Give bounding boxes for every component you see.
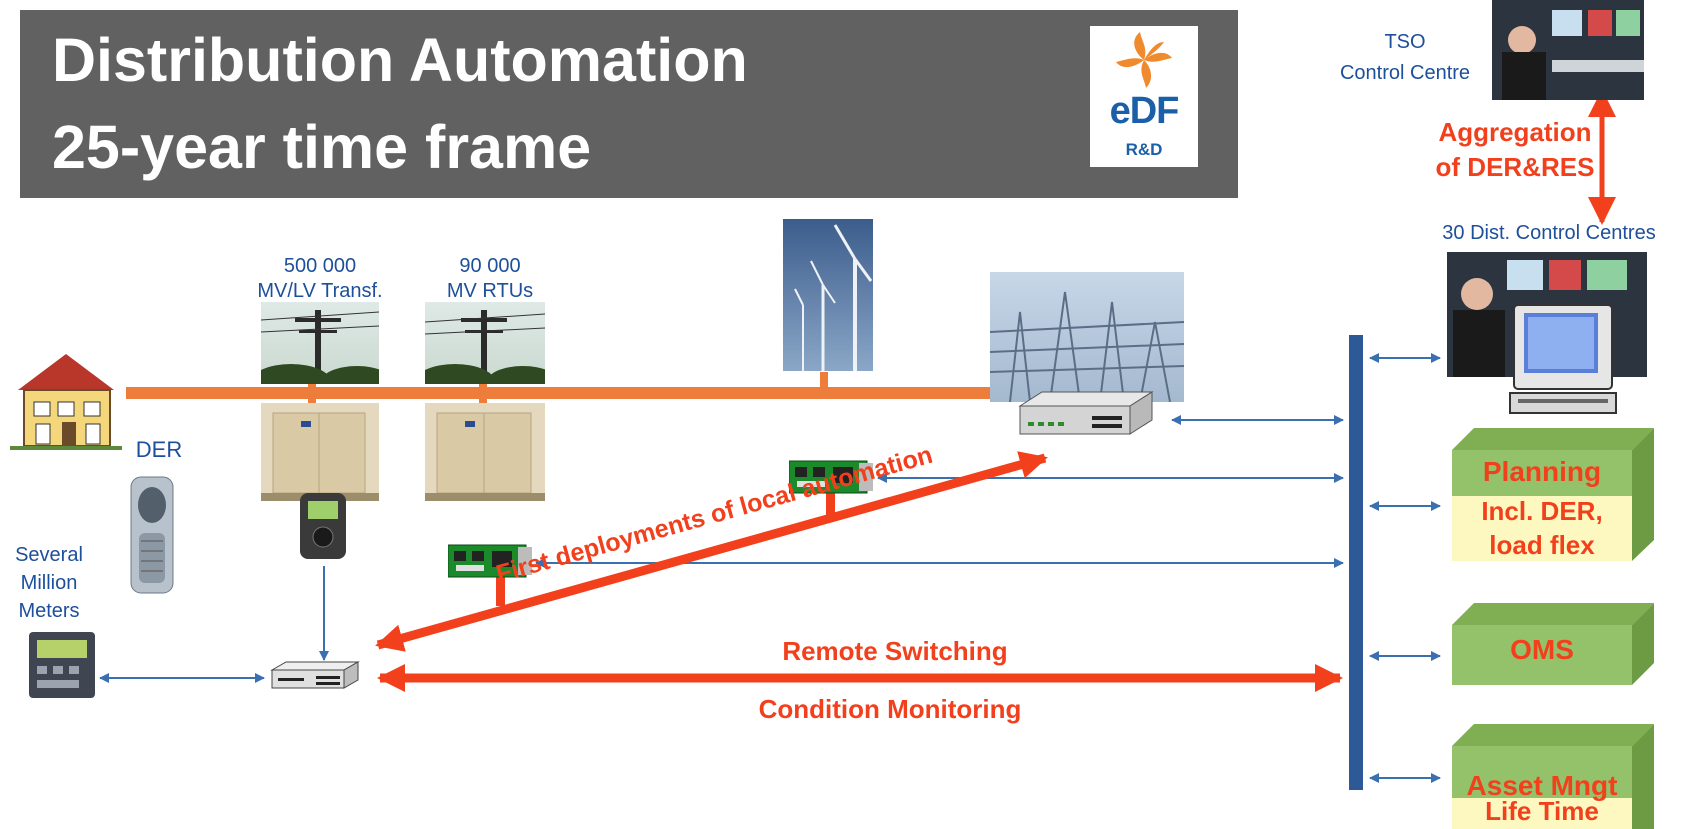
planning-subtitle-1: Incl. DER, xyxy=(1481,496,1603,526)
planning-box xyxy=(1452,428,1654,561)
mv-line xyxy=(126,387,1006,399)
transformer-count: 500 000 xyxy=(283,255,357,277)
asset-mgmt-subtitle: Life Time xyxy=(1485,796,1599,826)
planning-subtitle-2: load flex xyxy=(1489,530,1595,560)
oms-title: OMS xyxy=(1510,634,1574,665)
condition-monitoring-label: Condition Monitoring xyxy=(758,694,1022,724)
title-banner xyxy=(20,10,1238,198)
mv-tap-1 xyxy=(308,375,316,403)
planning-title: Planning xyxy=(1482,456,1602,487)
communication-bus xyxy=(1349,335,1363,790)
power-pole-icon xyxy=(425,302,545,384)
computer-icon xyxy=(1508,303,1618,416)
local-automation-arrow xyxy=(375,451,1048,652)
meters-label-2: Million xyxy=(20,572,78,594)
asset-mgmt-title: Asset Mngt xyxy=(1466,770,1618,801)
der-device-icon xyxy=(127,475,177,595)
rtu-label: MV RTUs xyxy=(446,280,534,302)
aggregation-sublabel: of DER&RES xyxy=(1435,152,1595,182)
der-label: DER xyxy=(135,437,183,462)
edf-swirl-icon xyxy=(1116,32,1172,88)
remote-switching-label: Remote Switching xyxy=(782,636,1008,666)
modem-icon xyxy=(1012,388,1154,440)
mv-tap-2 xyxy=(479,375,487,403)
sensor-device-icon xyxy=(296,491,350,561)
circuit-board-icon xyxy=(448,543,532,579)
transformer-label: MV/LV Transf. xyxy=(257,280,383,302)
meters-label-1: Several xyxy=(15,544,83,566)
meter-icon xyxy=(27,630,97,700)
substation-icon xyxy=(990,272,1184,402)
logo-sub: R&D xyxy=(1125,140,1163,159)
edf-logo-icon: eDF R&D xyxy=(1090,26,1198,167)
page-title: Distribution Automation xyxy=(52,26,748,94)
house-icon xyxy=(10,350,122,450)
aggregation-label: Aggregation xyxy=(1438,117,1592,147)
transformer-cabinet-icon xyxy=(425,403,545,501)
oms-box xyxy=(1452,603,1654,685)
board2-peg xyxy=(496,576,505,606)
meters-label-3: Meters xyxy=(18,600,80,622)
logo-brand: eDF xyxy=(1109,90,1180,132)
wind-turbine-icon xyxy=(783,219,873,371)
rtu-count: 90 000 xyxy=(459,255,521,277)
circuit-board-icon xyxy=(789,459,873,495)
asset-mgmt-box xyxy=(1452,724,1654,829)
control-room-icon xyxy=(1492,0,1644,100)
tso-label: TSO xyxy=(1384,31,1426,53)
modem-icon xyxy=(268,660,360,692)
dist-control-centres-label: 30 Dist. Control Centres xyxy=(1442,222,1656,244)
tso-sublabel: Control Centre xyxy=(1339,62,1471,84)
transformer-cabinet-icon xyxy=(261,403,379,501)
power-pole-icon xyxy=(261,302,379,384)
page-subtitle: 25-year time frame xyxy=(52,113,592,181)
board1-peg xyxy=(826,491,835,521)
mv-tap-3 xyxy=(820,372,828,396)
